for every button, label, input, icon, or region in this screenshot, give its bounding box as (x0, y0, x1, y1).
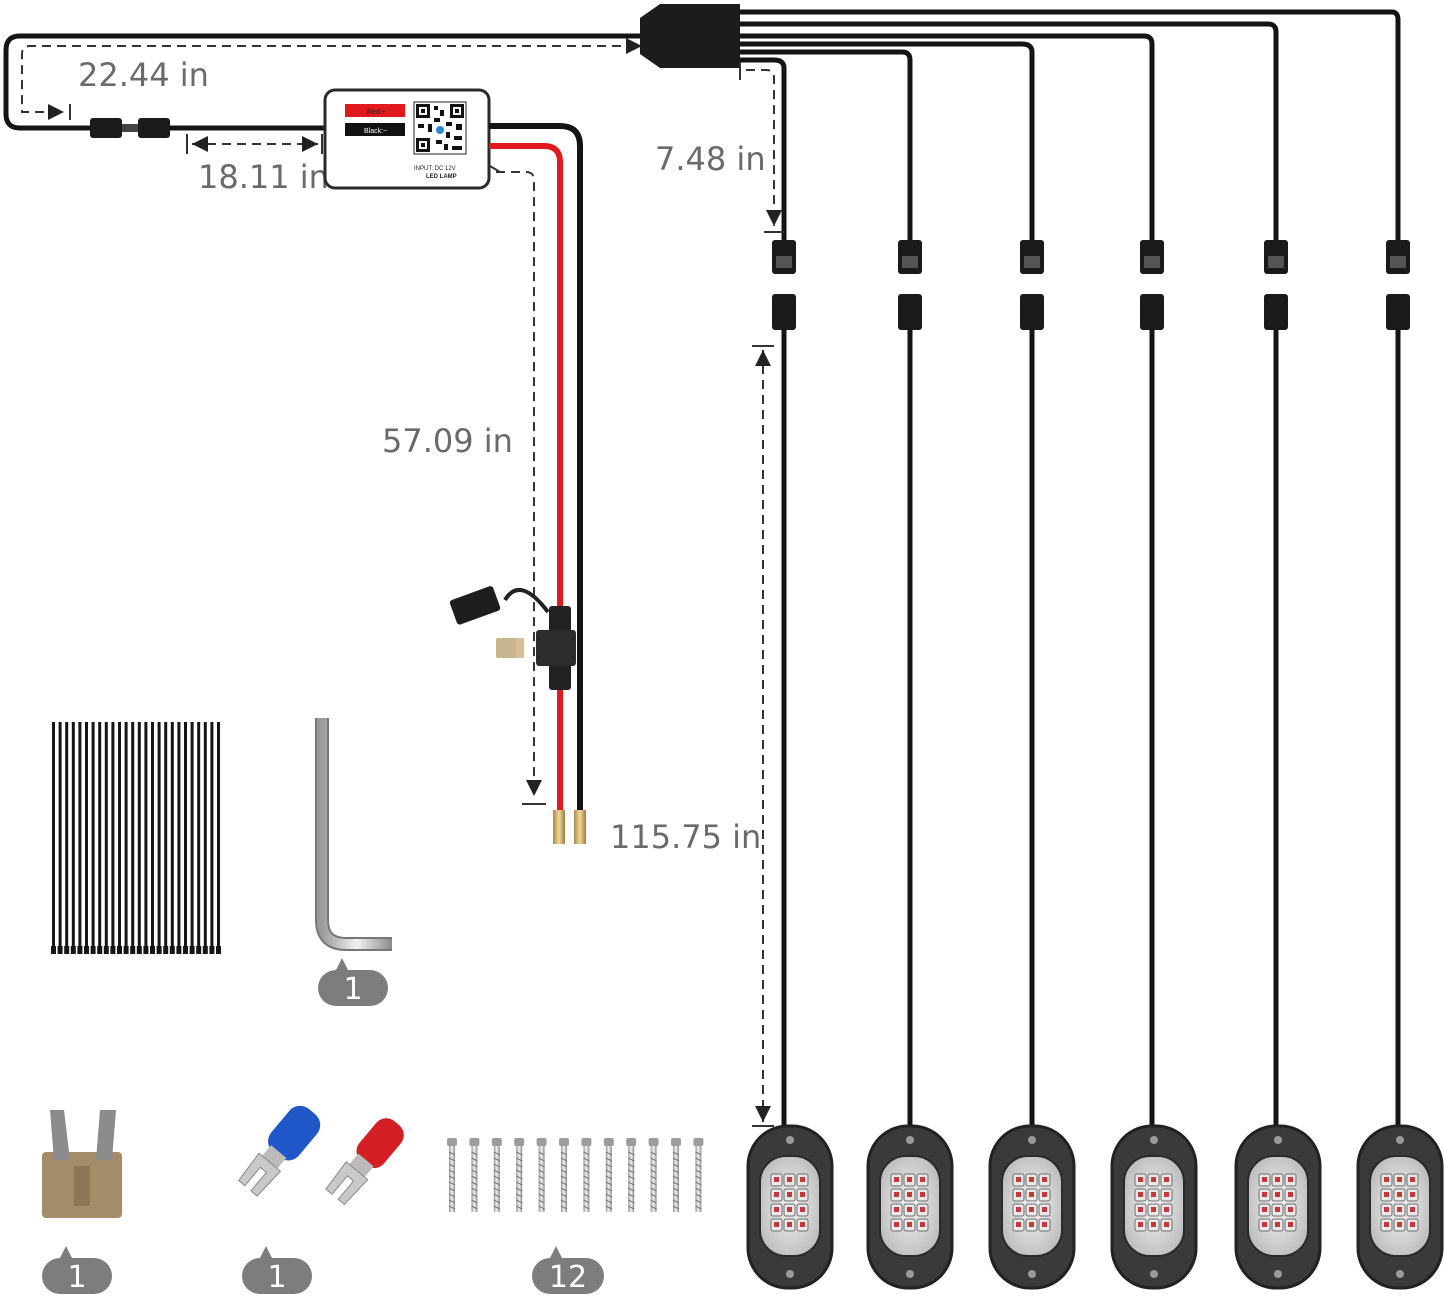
count-badge-screws: 12 (532, 1246, 604, 1295)
hex-key-icon (315, 718, 392, 951)
screw (447, 1138, 457, 1212)
rock-light-pod (866, 240, 954, 1290)
dimension-splitter-lead: 7.48 in (655, 62, 784, 233)
screw (693, 1138, 704, 1212)
fuse-icon (42, 1110, 122, 1218)
svg-text:12: 12 (549, 1260, 587, 1295)
led-array (1134, 1173, 1173, 1232)
main-connector (90, 118, 326, 138)
led-array (770, 1173, 809, 1232)
rock-light-pod (1110, 240, 1198, 1290)
zip-tie (170, 722, 174, 950)
zip-tie (98, 722, 102, 950)
zip-tie (177, 722, 181, 950)
rock-light-pod (746, 240, 834, 1290)
zip-tie (184, 722, 187, 950)
screw (491, 1138, 502, 1212)
socket-connector (1020, 294, 1044, 330)
zip-tie (151, 722, 154, 950)
label-light-cable: 115.75 in (610, 818, 761, 856)
socket-connector (1264, 294, 1288, 330)
count-badge-fuse: 1 (42, 1246, 112, 1295)
zip-tie (118, 722, 121, 950)
splitter-hub (640, 4, 1401, 240)
black-label-text: Black:− (364, 128, 387, 135)
zip-tie (78, 722, 82, 950)
spade-terminals-icon (237, 1105, 404, 1206)
black-label-swatch (345, 123, 405, 136)
dimension-light-cable: 115.75 in (610, 345, 774, 1127)
socket-connector (1386, 294, 1410, 330)
zip-tie (91, 722, 95, 950)
count-badge-spade-terminals: 1 (242, 1246, 312, 1295)
zip-tie (65, 722, 69, 950)
screw (671, 1138, 681, 1212)
led-array (1012, 1173, 1051, 1232)
zip-tie (210, 722, 214, 950)
dimension-controller-lead: 18.11 in (186, 134, 329, 196)
qr-code-icon (413, 101, 467, 155)
svg-text:1: 1 (267, 1260, 286, 1295)
zip-tie (131, 722, 135, 950)
zip-tie (144, 722, 148, 950)
controller-box: Red:+ Black:− INPUT: DC 12V LED LAMP (323, 88, 491, 190)
zip-tie (203, 722, 207, 950)
dimension-main-cable: 22.44 in (21, 38, 647, 120)
led-array (890, 1173, 929, 1232)
zip-tie (111, 722, 115, 950)
screw (536, 1138, 547, 1212)
label-controller-lead: 18.11 in (198, 158, 329, 196)
zip-tie (52, 722, 55, 950)
black-wire-tip (574, 810, 586, 844)
zip-tie (190, 722, 194, 950)
label-power-lead: 57.09 in (382, 422, 513, 460)
screw (581, 1138, 592, 1212)
screws-icon (447, 1138, 704, 1212)
svg-text:1: 1 (343, 972, 362, 1007)
red-label-text: Red:+ (367, 109, 386, 116)
screw (469, 1138, 480, 1212)
zip-tie (164, 722, 168, 950)
dimension-power-lead: 57.09 in (382, 165, 546, 805)
label-splitter-lead: 7.48 in (655, 140, 766, 178)
zip-tie (197, 722, 201, 950)
power-wires (489, 123, 586, 844)
led-array (1380, 1173, 1419, 1232)
screw (648, 1138, 659, 1212)
product-name-text: LED LAMP (426, 174, 457, 180)
zip-tie (104, 722, 108, 950)
rock-light-pods (746, 240, 1444, 1290)
zip-tie (58, 722, 62, 950)
screw (514, 1138, 525, 1212)
screw (626, 1138, 637, 1212)
main-cable (3, 33, 640, 131)
input-spec-text: INPUT: DC 12V (414, 166, 456, 172)
zip-tie (137, 722, 141, 950)
screw (559, 1138, 569, 1212)
zip-tie (85, 722, 88, 950)
zip-tie (124, 722, 128, 950)
fuse-holder (449, 586, 576, 690)
led-array (1258, 1173, 1297, 1232)
zip-tie (217, 722, 220, 950)
socket-connector (1140, 294, 1164, 330)
zip-ties (51, 722, 221, 954)
rock-light-pod (988, 240, 1076, 1290)
zip-tie (71, 722, 75, 950)
screw (603, 1138, 614, 1212)
socket-connector (772, 294, 796, 330)
rock-light-pod (1356, 240, 1444, 1290)
red-wire-tip (553, 810, 565, 844)
svg-text:1: 1 (67, 1260, 86, 1295)
red-label-swatch (345, 104, 405, 117)
zip-tie (157, 722, 161, 950)
rock-light-pod (1234, 240, 1322, 1290)
count-badge-hex-key: 1 (318, 958, 388, 1007)
socket-connector (898, 294, 922, 330)
label-main-cable: 22.44 in (78, 56, 209, 94)
